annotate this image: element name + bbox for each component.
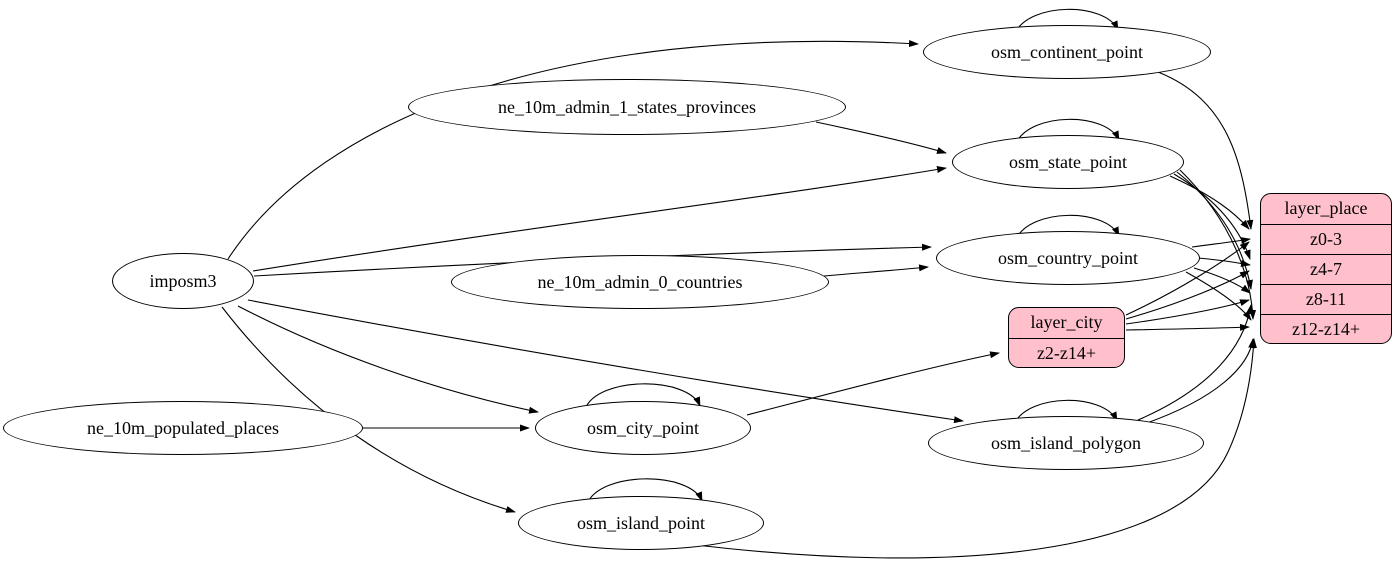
edge-osm_island_point-to-osm_island_point	[586, 478, 703, 505]
edge-layer_city-to-layer_place:z4-7	[1125, 270, 1250, 320]
node-imposm3: imposm3	[112, 253, 254, 309]
edge-imposm3-to-osm_island_polygon	[247, 299, 964, 424]
edge-imposm3-to-osm_city_point	[237, 305, 539, 414]
edge-osm_state_point-to-layer_place:z8-11	[1176, 171, 1253, 290]
edge-osm_country_point-to-layer_place:z4-7	[1197, 257, 1251, 267]
edge-osm_country_point-to-layer_place:z8-11	[1193, 267, 1251, 294]
edge-osm_city_point-to-layer_city:z2-z14+	[746, 351, 1000, 416]
edge-layer_city-to-layer_place:z12-z14+	[1125, 323, 1250, 331]
edge-imposm3-to-osm_state_point	[252, 166, 947, 272]
record-row-z2-z14: z2-z14+	[1009, 338, 1124, 367]
node-ne-10m-admin-1-states-provinces: ne_10m_admin_1_states_provinces	[408, 79, 846, 135]
node-osm-continent-point: osm_continent_point	[923, 25, 1211, 79]
edge-osm_continent_point-to-osm_continent_point	[1014, 8, 1119, 34]
record-title: layer_city	[1030, 312, 1103, 332]
edge-osm_island_point-to-layer_place:z12-z14+	[687, 338, 1257, 559]
node-osm-country-point: osm_country_point	[936, 231, 1200, 285]
edge-imposm3-to-osm_continent_point	[227, 40, 919, 260]
node-osm-island-point: osm_island_point	[518, 496, 764, 550]
node-ne-10m-admin-0-countries: ne_10m_admin_0_countries	[451, 255, 829, 309]
node-label: osm_continent_point	[991, 41, 1143, 62]
edge-osm_state_point-to-layer_place:z12-z14+	[1179, 169, 1257, 320]
node-ne-10m-populated-places: ne_10m_populated_places	[3, 401, 363, 455]
edge-osm_continent_point-to-layer_place:z0-3	[1157, 71, 1254, 230]
edge-osm_country_point-to-layer_place:z0-3	[1191, 237, 1251, 248]
node-label: osm_state_point	[1009, 151, 1127, 172]
record-title: layer_place	[1284, 198, 1368, 218]
node-label: osm_city_point	[587, 417, 699, 438]
edge-layer_city-to-layer_place:z8-11	[1125, 299, 1250, 325]
node-label: ne_10m_populated_places	[87, 417, 279, 438]
node-label: osm_country_point	[998, 247, 1138, 268]
node-osm-island-polygon: osm_island_polygon	[928, 416, 1204, 470]
edge-osm_state_point-to-layer_place:z0-3	[1169, 175, 1250, 230]
edge-ne_10m_admin_0_countries-to-osm_country_point	[823, 264, 929, 277]
record-row-z4-7: z4-7	[1261, 254, 1391, 284]
node-layer-place: layer_place z0-3 z4-7 z8-11 z12-z14+	[1260, 193, 1392, 344]
node-osm-city-point: osm_city_point	[535, 401, 751, 455]
record-row-z0-3: z0-3	[1261, 224, 1391, 254]
edge-osm_island_polygon-to-layer_place:z12-z14+	[1143, 338, 1256, 425]
node-layer-city: layer_city z2-z14+	[1008, 307, 1125, 368]
edge-layer_city-to-layer_place:z0-3	[1125, 241, 1250, 316]
edge-osm_country_point-to-osm_country_point	[1015, 214, 1120, 240]
node-label: osm_island_point	[576, 512, 705, 533]
record-row-z8-11: z8-11	[1261, 284, 1391, 314]
edge-osm_island_polygon-to-layer_place:z8-11	[1137, 304, 1253, 421]
edge-ne_10m_admin_1_states_provinces-to-osm_state_point	[815, 121, 947, 154]
edge-osm_island_polygon-to-osm_island_polygon	[1013, 399, 1118, 425]
node-osm-state-point: osm_state_point	[952, 135, 1184, 189]
node-label: ne_10m_admin_0_countries	[537, 271, 743, 292]
node-label: osm_island_polygon	[990, 432, 1141, 453]
node-label: ne_10m_admin_1_states_provinces	[498, 96, 756, 117]
node-label: imposm3	[149, 270, 217, 291]
edge-osm_city_point-to-osm_city_point	[584, 383, 701, 410]
edge-osm_state_point-to-osm_state_point	[1015, 118, 1120, 144]
record-row-z12-z14: z12-z14+	[1261, 314, 1391, 343]
